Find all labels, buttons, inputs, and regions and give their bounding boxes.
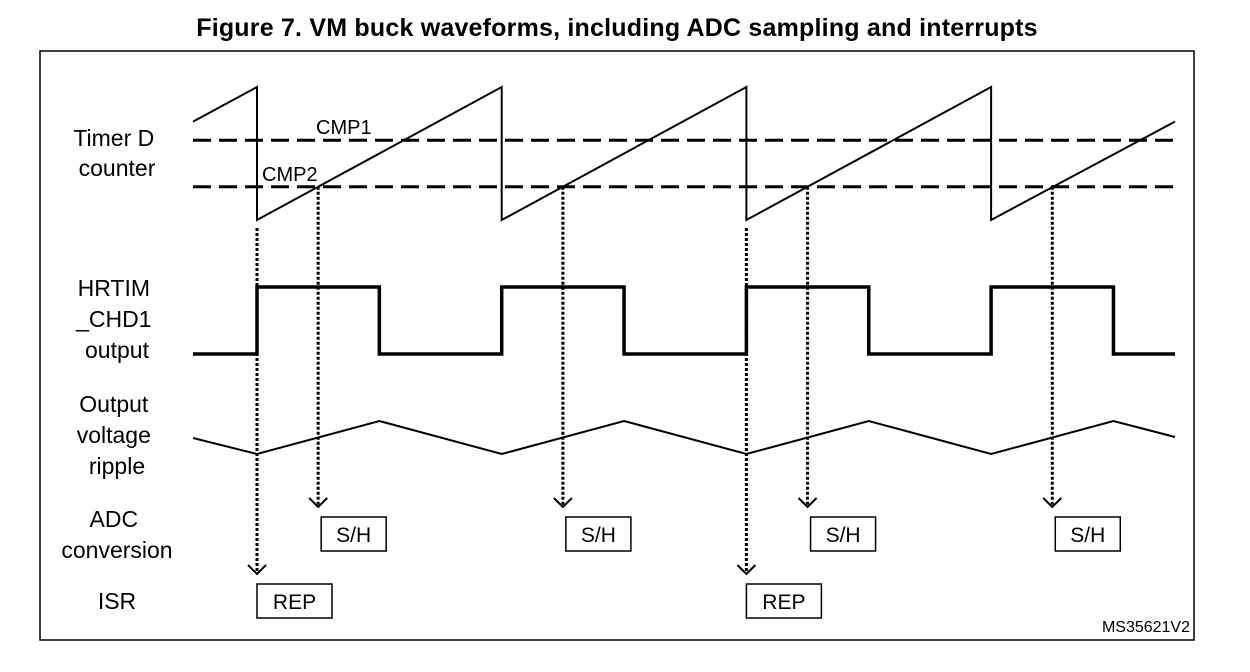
figure-title: Figure 7. VM buck waveforms, including A… xyxy=(196,14,1038,42)
pwm-label: HRTIM _CHD1 output xyxy=(75,275,158,363)
adc-label: ADC conversion xyxy=(61,506,172,563)
adc-sample-hold-box xyxy=(565,516,632,552)
timer-counter-waveform xyxy=(192,85,1176,222)
isr-repetition-label: REP xyxy=(762,591,805,614)
output-ripple-waveform xyxy=(192,419,1176,456)
timer-label: Timer D counter xyxy=(73,125,160,181)
adc-trigger-arrow-arrowhead-icon xyxy=(797,497,818,509)
adc-trigger-arrow-arrowhead-icon xyxy=(553,497,573,509)
figure-frame xyxy=(39,50,1195,641)
adc-trigger-arrow-arrowhead-icon xyxy=(308,497,328,509)
adc-sample-hold-label: S/H xyxy=(826,524,861,547)
adc-sample-hold-box xyxy=(320,516,387,552)
isr-trigger-arrow-arrowhead-icon xyxy=(247,564,267,576)
adc-sample-hold-box xyxy=(1054,516,1122,552)
adc-sample-hold-label: S/H xyxy=(336,524,371,547)
adc-trigger-arrow-arrowhead-icon xyxy=(1042,497,1062,509)
adc-sample-hold-box xyxy=(809,516,877,552)
isr-repetition-box xyxy=(745,583,823,619)
isr-label: ISR xyxy=(98,588,136,614)
cmp2-label: CMP2 xyxy=(262,164,318,186)
ripple-label: Output voltage ripple xyxy=(77,391,158,479)
isr-repetition-box xyxy=(256,583,333,619)
adc-sample-hold-label: S/H xyxy=(581,524,616,547)
figure-code: MS35621V2 xyxy=(1102,619,1190,636)
isr-repetition-label: REP xyxy=(273,591,316,614)
adc-sample-hold-label: S/H xyxy=(1070,524,1105,547)
cmp1-label: CMP1 xyxy=(316,117,372,139)
event-markers: S/H S/H S/H S/H REP REP xyxy=(247,186,1122,619)
pwm-output-waveform xyxy=(193,285,1175,356)
isr-trigger-arrow-arrowhead-icon xyxy=(736,564,757,576)
